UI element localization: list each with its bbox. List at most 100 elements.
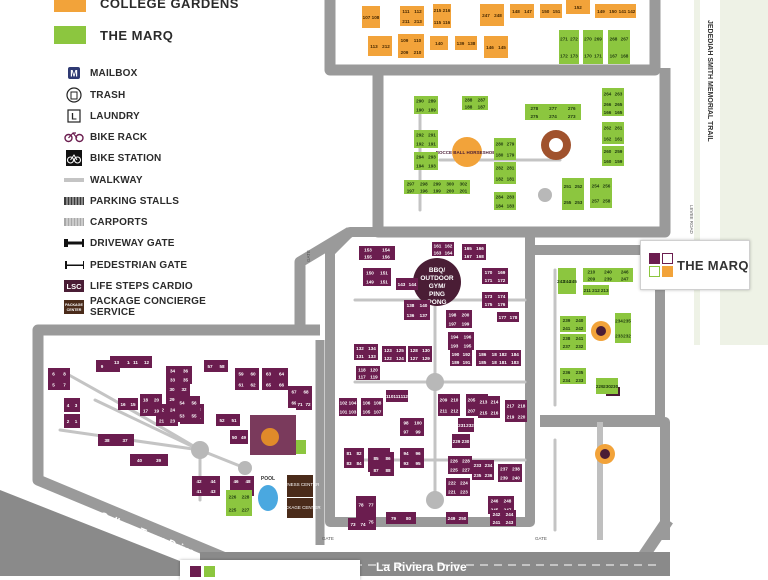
building-unit-label: 228 (462, 458, 470, 463)
building-unit-label: 263 (615, 91, 623, 96)
building-unit-label: 97 (403, 429, 409, 434)
building-unit-label: 178 (510, 315, 518, 320)
bike-rack-icon (64, 129, 84, 145)
building-unit-label: 213 (601, 288, 609, 293)
gate-label: GATE (535, 536, 547, 541)
building-unit-label: 216 (443, 8, 451, 13)
building-unit-label: 35 (183, 377, 189, 382)
college-gardens-label: COLLEGE GARDENS (100, 0, 239, 11)
building-block (386, 512, 416, 524)
building-block (398, 34, 424, 58)
building-unit-label: 131 (356, 354, 364, 359)
building-block (590, 178, 612, 208)
building-unit-label: 161 (615, 136, 623, 141)
building-unit-label: 150 (542, 9, 550, 14)
building-unit-label: 171 (485, 278, 493, 283)
building-block (339, 398, 357, 416)
gate-label: GATE (322, 536, 334, 541)
building-block (433, 4, 451, 28)
building-block (478, 396, 500, 418)
the-marq-label: THE MARQ (100, 27, 174, 43)
building-block (262, 368, 288, 390)
building-unit-label: 72 (305, 402, 311, 407)
building-block (118, 398, 138, 410)
building-unit-label: 262 (604, 125, 612, 130)
building-unit-label: 237 (500, 466, 508, 471)
building-unit-label: 87 (373, 468, 379, 473)
fitness-label: FITNESS CENTER (281, 482, 321, 487)
building-unit-label: 193 (428, 163, 436, 168)
building-unit-label: 44 (210, 479, 216, 484)
building-unit-label: 107 (363, 15, 371, 20)
building-unit-label: 299 (433, 181, 441, 186)
building-unit-label: 200 (446, 188, 454, 193)
building-unit-label: 232 (576, 344, 584, 349)
building-block (497, 350, 521, 366)
legend-driveway-gate: DRIVEWAY GATE (64, 234, 175, 252)
building-block (216, 414, 240, 426)
building-block (560, 316, 586, 332)
building-block (510, 4, 534, 18)
building-unit-label: 229 (596, 384, 604, 389)
building-unit-label: 277 (549, 106, 557, 111)
building-block (494, 138, 516, 160)
college-town-drive (0, 490, 210, 576)
building-block (48, 368, 70, 390)
building-unit-label: 226 (229, 494, 237, 499)
building-unit-label: 281 (507, 165, 515, 170)
building-unit-label: 33 (170, 377, 176, 382)
building-unit-label: 149 (366, 279, 374, 284)
bike-rack-label: BIKE RACK (90, 131, 148, 143)
building-unit-label: 104 (349, 400, 357, 405)
package-label: PACKAGE CONCIERGE SERVICE (90, 296, 207, 318)
building-block (560, 368, 586, 384)
building-block (608, 30, 630, 64)
court-green (296, 440, 306, 454)
building-unit-label: 169 (498, 270, 506, 275)
building-unit-label: 267 (621, 36, 629, 41)
building-unit-label: 50 (232, 435, 238, 440)
building-unit-label: 150 (366, 270, 374, 275)
building-unit-label: 221 (448, 489, 456, 494)
building-unit-label: 103 (349, 409, 357, 414)
legend-lsc: LSC LIFE STEPS CARDIO (64, 277, 193, 295)
building-block (602, 122, 624, 144)
package-label: PACKAGE CENTER (279, 505, 321, 510)
building-block (130, 356, 152, 368)
bocce-circle (452, 137, 482, 167)
legend-walkway: WALKWAY (64, 171, 143, 189)
building-unit-label: 244 (506, 512, 514, 517)
building-unit-label: 273 (568, 114, 576, 119)
building-block (192, 476, 220, 496)
building-block (488, 496, 514, 514)
building-block (400, 6, 424, 26)
building-unit-label: 5 (52, 382, 55, 387)
building-unit-label: 207 (468, 408, 476, 413)
building-unit-label: 67 (291, 389, 297, 394)
building-unit-label: 133 (368, 354, 376, 359)
building-unit-label: 65 (266, 382, 272, 387)
bbq-icon-inner (600, 449, 610, 459)
building-block (595, 4, 619, 18)
pedestrian-gate-label: PEDESTRIAN GATE (90, 259, 188, 271)
building-unit-label: 8 (63, 371, 66, 376)
building-unit-label: 246 (491, 498, 499, 503)
building-unit-label: 191 (463, 360, 471, 365)
building-unit-label: 41 (196, 489, 202, 494)
building-unit-label: 181 (499, 360, 507, 365)
building-block (414, 152, 438, 170)
building-unit-label: 183 (511, 360, 519, 365)
building-unit-label: 21 (159, 418, 165, 423)
building-unit-label: 222 (448, 480, 456, 485)
